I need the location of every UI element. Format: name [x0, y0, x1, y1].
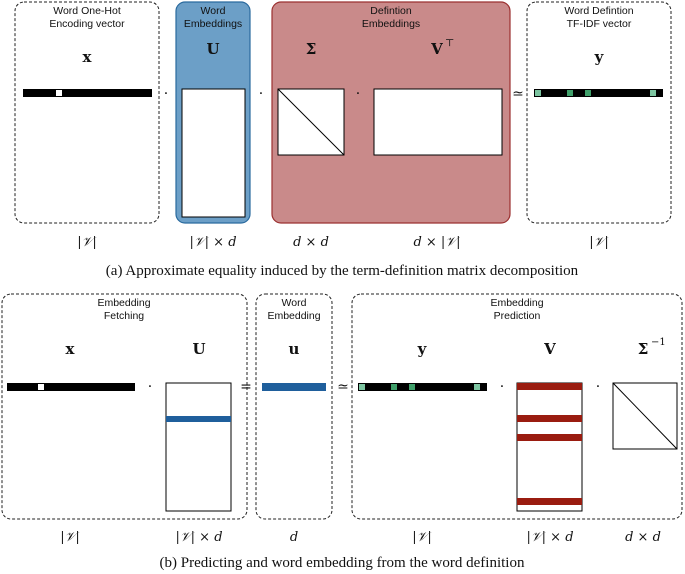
symbol-Sigma: Σ	[306, 40, 317, 58]
prediction-panel	[351, 293, 683, 520]
operator-dot: ·	[356, 86, 360, 102]
dim-label: |𝒱| × d	[175, 530, 222, 545]
tfidf-entry	[359, 384, 365, 390]
operator-dot: ·	[259, 86, 263, 102]
fetch-panel-title-line1: Embedding	[97, 297, 150, 309]
top-row: Word One-Hot Encoding vector x · Word Em…	[14, 1, 672, 279]
tfidf-vector	[358, 383, 487, 391]
dim-label: |𝒱| × d	[189, 235, 236, 250]
symbol-Sigma-inverse-exponent: −1	[651, 337, 666, 348]
operator-equals: =	[240, 379, 252, 395]
dim-label: |𝒱|	[77, 235, 97, 250]
V-selected-row	[517, 383, 582, 390]
symbol-x: x	[83, 48, 93, 66]
dim-label: |𝒱|	[60, 530, 80, 545]
operator-approx: ≃	[337, 379, 349, 395]
symbol-Sigma-inverse: Σ	[638, 340, 649, 358]
fetch-panel-title-line2: Fetching	[104, 310, 144, 322]
tfidf-panel	[526, 1, 672, 224]
prediction-panel-title-line2: Prediction	[494, 310, 541, 322]
dim-label: d × d	[293, 235, 329, 250]
operator-dot: ·	[148, 379, 152, 395]
word-embeddings-title-line1: Word	[201, 5, 226, 17]
dim-label: |𝒱|	[412, 530, 432, 545]
symbol-V: V	[543, 340, 556, 358]
onehot-active-entry	[38, 384, 44, 390]
operator-dot: ·	[500, 379, 504, 395]
Sigma-inverse-diagonal	[612, 382, 678, 450]
onehot-active-entry	[56, 90, 62, 96]
tfidf-vector	[534, 89, 663, 97]
symbol-U: U	[206, 40, 219, 58]
tfidf-entry	[585, 90, 591, 96]
tfidf-entry	[650, 90, 656, 96]
onehot-panel-title-line1: Word One-Hot	[53, 5, 121, 17]
onehot-vector	[23, 89, 152, 97]
fetch-panel	[1, 293, 248, 520]
operator-dot: ·	[164, 86, 168, 102]
word-embedding-title-line2: Embedding	[267, 310, 320, 322]
V-selected-row	[517, 415, 582, 422]
symbol-u: u	[289, 340, 300, 358]
dim-label: |𝒱| × d	[526, 530, 573, 545]
symbol-U: U	[192, 340, 205, 358]
V-selected-row	[517, 434, 582, 441]
symbol-x: x	[66, 340, 76, 358]
tfidf-panel-title-line2: TF-IDF vector	[567, 18, 632, 30]
word-embedding-title-line1: Word	[282, 297, 307, 309]
tfidf-entry	[391, 384, 397, 390]
definition-embeddings-title-line1: Defintion	[370, 5, 412, 17]
tfidf-entry	[474, 384, 480, 390]
VT-matrix	[373, 88, 503, 156]
operator-approx: ≃	[512, 86, 524, 102]
dim-label: d × d	[625, 530, 661, 545]
word-embeddings-title-line2: Embeddings	[184, 18, 242, 30]
tfidf-panel-title-line1: Word Defintion	[564, 5, 633, 17]
onehot-panel-title-line2: Encoding vector	[49, 18, 125, 30]
caption-b: (b) Predicting and word embedding from t…	[160, 555, 525, 571]
dim-label: d	[290, 530, 298, 545]
bottom-row: Embedding Fetching x U · = Word Embeddin…	[1, 293, 683, 571]
V-matrix	[516, 382, 583, 512]
U-matrix	[165, 382, 232, 512]
symbol-y: y	[417, 340, 428, 358]
symbol-V: V	[430, 40, 443, 58]
operator-dot: ·	[596, 379, 600, 395]
prediction-panel-title-line1: Embedding	[490, 297, 543, 309]
word-embedding-vector	[262, 383, 326, 391]
tfidf-entry	[567, 90, 573, 96]
tfidf-entry	[409, 384, 415, 390]
dim-label: d × |𝒱|	[413, 235, 460, 250]
dim-label: |𝒱|	[589, 235, 609, 250]
U-matrix	[181, 88, 246, 218]
V-selected-row	[517, 498, 582, 505]
caption-a: (a) Approximate equality induced by the …	[106, 263, 579, 279]
symbol-V-transpose: ⊤	[445, 38, 454, 49]
Sigma-diagonal	[277, 88, 345, 156]
word-embedding-panel	[255, 293, 333, 520]
definition-embeddings-title-line2: Embeddings	[362, 18, 420, 30]
onehot-vector	[7, 383, 135, 391]
U-selected-row	[166, 416, 231, 422]
onehot-panel	[14, 1, 160, 224]
tfidf-entry	[535, 90, 541, 96]
symbol-y: y	[594, 48, 605, 66]
